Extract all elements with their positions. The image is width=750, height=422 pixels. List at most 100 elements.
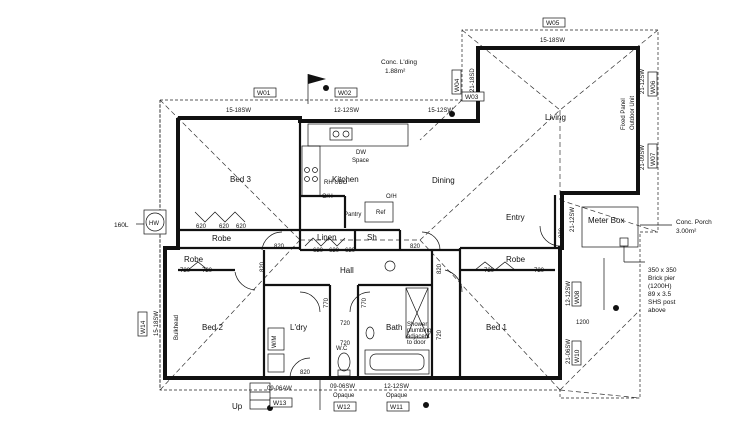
size-w02: 12-12SW	[334, 108, 359, 114]
size-w07: 21-09SW	[640, 145, 646, 170]
dim-770-b: 770	[362, 297, 368, 308]
window-labels: W01 W02 W05 W04 W03 W06 W07 W08 W10 W14 …	[140, 20, 657, 411]
dim-620-linen-3: 620	[345, 248, 356, 254]
note-post-size: 89 x 3.5	[648, 291, 672, 298]
note-outdoor-unit: Outdoor Unit	[630, 96, 636, 130]
window-w10: W10	[574, 349, 581, 363]
dim-620-robe-a: 620	[196, 224, 207, 230]
room-bed1: Bed 1	[486, 323, 507, 332]
note-post-above: above	[648, 307, 666, 314]
room-robe-right: Robe	[506, 255, 526, 264]
internal-walls	[178, 118, 560, 378]
room-bulkhead: Bulkhead	[174, 315, 180, 340]
note-shower-4: to door	[407, 340, 426, 346]
size-w01: 15-18SW	[226, 108, 251, 114]
note-shower-2: plumbing	[407, 328, 431, 334]
note-rh-ubo: RH UBO	[324, 180, 348, 186]
room-hall: Hall	[340, 266, 354, 275]
room-bed2: Bed 2	[202, 323, 223, 332]
note-pier-height: (1200H)	[648, 283, 671, 290]
note-wm: W/M	[272, 336, 278, 348]
size-w05: 15-18SW	[540, 38, 565, 44]
room-bed3: Bed 3	[230, 175, 251, 184]
room-bath: Bath	[386, 323, 402, 332]
size-entry: 21-12SW	[570, 207, 576, 232]
note-conc-porch: Conc. Porch	[676, 219, 712, 226]
opaque-w11: Opaque	[386, 393, 408, 399]
note-oh-2: O/H	[386, 194, 397, 200]
room-sh: Sh	[367, 233, 377, 242]
window-size-labels: 15-18SW 12-12SW 15-12SW 15-18SW 21-18SD …	[154, 38, 646, 399]
window-w08: W08	[574, 290, 581, 304]
note-fixed-panel: Fixed Panel	[621, 98, 627, 130]
dim-820-bed1: 820	[559, 227, 565, 238]
window-w05: W05	[546, 20, 560, 27]
dimension-labels: 620 620 620 820 820 820 820 820 820 720 …	[180, 224, 590, 376]
room-robe-top: Robe	[212, 234, 232, 243]
note-shower-3: adjacent	[407, 334, 430, 340]
note-up: Up	[232, 402, 243, 411]
note-hw-label: HW	[149, 221, 159, 227]
room-robe-left: Robe	[184, 255, 204, 264]
window-w03: W03	[465, 94, 479, 101]
size-w08: 12-12SW	[566, 281, 572, 306]
room-dining: Dining	[432, 176, 455, 185]
window-w02: W02	[338, 90, 352, 97]
window-w01: W01	[257, 90, 271, 97]
steps	[249, 380, 429, 411]
dim-720-robe-r1: 720	[484, 268, 495, 274]
north-flag	[307, 74, 455, 117]
window-w13: W13	[273, 400, 287, 407]
note-shower-1: Shower	[407, 322, 427, 328]
window-w06: W06	[650, 80, 657, 94]
size-w11: 12-12SW	[384, 384, 409, 390]
note-pier-type: Brick pier	[648, 275, 676, 282]
room-meter-box: Meter Box	[588, 216, 624, 225]
room-linen: Linen	[317, 233, 337, 242]
note-dw: DW	[356, 150, 366, 156]
note-conc-porch-area: 3.00m²	[676, 228, 697, 235]
dim-720-bath: 720	[437, 329, 443, 340]
window-w11: W11	[390, 404, 403, 411]
note-dw-space: Space	[352, 158, 370, 164]
room-labels: Bed 3 Robe Kitchen Dining Living Entry L…	[174, 113, 624, 352]
dim-620-linen-1: 620	[313, 248, 324, 254]
bath-fixtures	[267, 260, 430, 377]
dim-620-robe-b: 620	[219, 224, 230, 230]
room-living: Living	[545, 113, 566, 122]
note-hw-tank: 160L	[114, 222, 129, 229]
window-markers	[137, 17, 658, 412]
meter-porch	[581, 206, 672, 311]
size-w13: 09-06AW	[267, 386, 292, 392]
room-ref: Ref	[376, 210, 386, 216]
room-wc: W.C	[336, 346, 348, 352]
dim-820-ldry: 820	[300, 370, 311, 376]
kitchen-benches	[301, 123, 409, 223]
size-w06: 21-12SW	[640, 69, 646, 94]
annotations: Conc. L'ding 1.88m² Conc. Porch 3.00m² 3…	[114, 59, 712, 411]
dim-720-robe-l1: 720	[180, 268, 191, 274]
note-conc-landing: Conc. L'ding	[381, 59, 417, 66]
size-w12: 09-06SW	[330, 384, 355, 390]
dim-820-bed2: 820	[437, 263, 443, 274]
dim-1200: 1200	[576, 320, 590, 326]
door-swings	[187, 211, 561, 379]
window-w12: W12	[337, 404, 351, 411]
eave-outline	[159, 29, 659, 399]
dim-770-a: 770	[324, 297, 330, 308]
note-conc-landing-area: 1.88m²	[385, 68, 406, 75]
dim-620-linen-2: 620	[329, 248, 340, 254]
room-ldry: L'dry	[290, 323, 307, 332]
dim-820-entry: 820	[410, 244, 421, 250]
note-oh-1: O/H	[322, 194, 333, 200]
external-walls	[163, 46, 640, 380]
hw-unit	[136, 209, 167, 235]
dim-720-robe-r2: 720	[534, 268, 545, 274]
dim-720-ldry2: 720	[340, 341, 351, 347]
window-w14: W14	[140, 320, 147, 334]
opaque-w12: Opaque	[333, 393, 355, 399]
room-kitchen: Kitchen	[332, 175, 359, 184]
room-pantry: Pantry	[344, 212, 361, 218]
dim-820-bed3: 820	[274, 244, 285, 250]
